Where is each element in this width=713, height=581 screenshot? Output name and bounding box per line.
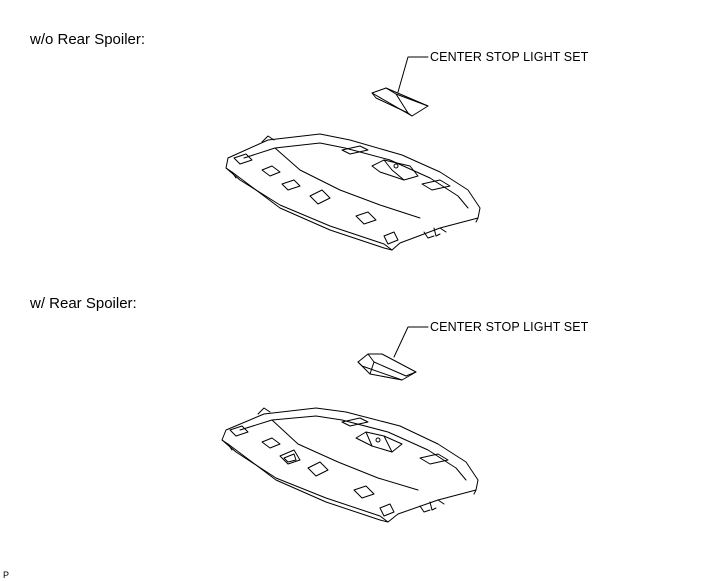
rear-package-tray-bottom	[222, 408, 478, 522]
leader-line-top	[398, 57, 428, 92]
figure-code: P	[3, 570, 10, 580]
rear-package-tray-top	[226, 134, 480, 250]
leader-line-bottom	[394, 327, 428, 357]
center-stop-light-top	[372, 88, 428, 116]
center-stop-light-bottom	[358, 354, 416, 380]
section-heading-without-spoiler: w/o Rear Spoiler:	[30, 31, 146, 48]
callout-label-center-stop-light-top: CENTER STOP LIGHT SET	[430, 50, 589, 64]
callout-label-center-stop-light-bottom: CENTER STOP LIGHT SET	[430, 320, 589, 334]
section-heading-with-spoiler: w/ Rear Spoiler:	[30, 295, 137, 312]
